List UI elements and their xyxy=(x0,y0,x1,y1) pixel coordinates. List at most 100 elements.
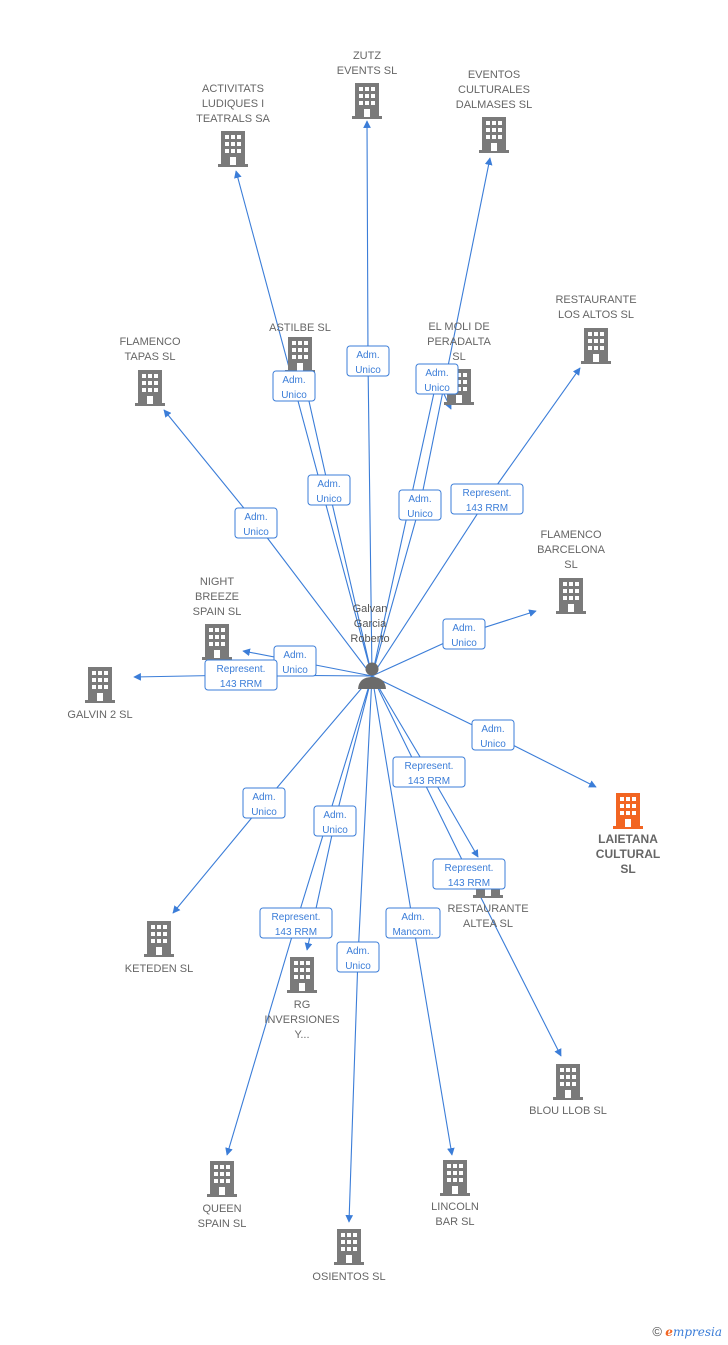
company-label: INVERSIONES xyxy=(264,1014,339,1026)
company-label: KETEDEN SL xyxy=(125,963,193,975)
company-node-blou[interactable]: BLOU LLOB SL xyxy=(529,1064,607,1117)
company-label: NIGHT xyxy=(200,576,235,588)
copyright-symbol: © xyxy=(652,1324,662,1339)
building-icon xyxy=(352,83,382,119)
company-label: ACTIVITATS xyxy=(202,83,264,95)
edge-badge-text: Adm. xyxy=(452,623,475,634)
edge-badge-text: Unico xyxy=(322,825,348,836)
edge-badge-restaurante_altea[interactable]: Represent. 143 RRM xyxy=(392,756,466,788)
edge-badge-flamenco_bcn[interactable]: Adm.Unico xyxy=(442,618,486,650)
edge-badge-night_breeze[interactable]: Adm.Unico xyxy=(273,645,317,677)
building-icon xyxy=(207,1161,237,1197)
building-icon xyxy=(581,328,611,364)
edge-badge-text: Unico xyxy=(407,509,433,520)
edge-badge-text: 143 RRM xyxy=(466,503,508,514)
edge-badge-osientos[interactable]: Adm.Unico xyxy=(336,941,380,973)
company-node-astilbe[interactable]: ASTILBE SL xyxy=(269,322,331,373)
company-label: RESTAURANTE xyxy=(447,903,528,915)
company-node-osientos[interactable]: OSIENTOS SL xyxy=(312,1229,386,1283)
edge-badge-keteden[interactable]: Adm.Unico xyxy=(242,787,286,819)
company-node-keteden[interactable]: KETEDEN SL xyxy=(125,921,193,975)
company-label: LUDIQUES I xyxy=(202,98,264,110)
edge-activitats xyxy=(234,170,373,677)
company-label: TEATRALS SA xyxy=(196,113,270,125)
company-label: EVENTOS xyxy=(468,69,520,81)
edge-badge-text: Unico xyxy=(355,365,381,376)
edge-badge-text: Represent. xyxy=(272,912,321,923)
company-node-rg[interactable]: RG INVERSIONES Y... xyxy=(264,957,340,1041)
edge-badge-text: Unico xyxy=(345,961,371,972)
brand-footer: © empresia xyxy=(652,1324,722,1339)
company-label: FLAMENCO xyxy=(540,529,602,541)
edge-badge-text: Adm. xyxy=(252,792,275,803)
company-label: PERADALTA xyxy=(427,336,491,348)
edge-badge-text: Adm. xyxy=(323,810,346,821)
edge-badge-lincoln[interactable]: Adm.Mancom. xyxy=(385,907,441,939)
building-icon xyxy=(85,667,115,703)
company-label: EVENTS SL xyxy=(337,65,398,77)
person-label: Galvan xyxy=(353,603,388,615)
company-label: GALVIN 2 SL xyxy=(67,709,132,721)
company-label: BLOU LLOB SL xyxy=(529,1105,607,1117)
edge-eventos xyxy=(371,157,493,677)
edge-badge-text: Unico xyxy=(424,383,450,394)
edge-badge-blou[interactable]: Represent.143 RRM xyxy=(432,858,506,890)
person-label: Garcia xyxy=(354,618,387,630)
edge-badge-restaurante_altos[interactable]: Represent. 143 RRM xyxy=(450,483,524,515)
building-icon xyxy=(287,957,317,993)
edges-layer xyxy=(133,120,597,1223)
company-label: BARCELONA xyxy=(537,544,606,556)
edge-elmoli xyxy=(371,377,452,677)
company-node-activitats[interactable]: ACTIVITATS LUDIQUES I TEATRALS SA xyxy=(196,83,271,167)
edge-badge-astilbe[interactable]: Adm.Unico xyxy=(307,474,351,506)
person-label: Roberto xyxy=(350,633,389,645)
edge-badge-text: Mancom. xyxy=(392,927,433,938)
edge-badge-eventos[interactable]: Adm. Unico xyxy=(398,489,442,521)
edge-badge-text: Adm. xyxy=(283,650,306,661)
building-icon xyxy=(144,921,174,957)
edge-badge-text: Adm. xyxy=(481,724,504,735)
edge-badge-flamenco_tapas[interactable]: Adm.Unico xyxy=(234,507,278,539)
edge-badge-text: Represent. xyxy=(405,761,454,772)
edge-badge-elmoli[interactable]: Adm.Unico xyxy=(415,363,459,395)
edge-badge-queen[interactable]: Represent.143 RRM xyxy=(259,907,333,939)
company-label: RG xyxy=(294,999,311,1011)
edge-badge-text: Unico xyxy=(480,739,506,750)
building-icon xyxy=(202,624,232,660)
company-label: SL xyxy=(620,862,635,876)
edge-badge-laietana[interactable]: Adm. Unico xyxy=(471,719,515,751)
edge-badge-text: 143 RRM xyxy=(448,878,490,889)
edge-badge-text: Adm. xyxy=(408,494,431,505)
building-icon xyxy=(479,117,509,153)
edge-badge-text: Unico xyxy=(316,494,342,505)
edge-badge-text: Represent. xyxy=(463,488,512,499)
company-label: ASTILBE SL xyxy=(269,322,331,334)
company-label: OSIENTOS SL xyxy=(312,1271,385,1283)
building-icon xyxy=(218,131,248,167)
edge-badge-activitats[interactable]: Adm.Unico xyxy=(272,370,316,402)
edge-badge-rg[interactable]: Adm. Unico xyxy=(313,805,357,837)
company-label: CULTURAL xyxy=(596,847,660,861)
edge-badge-text: 143 RRM xyxy=(408,776,450,787)
edge-badge-galvin2[interactable]: Represent.143 RRM xyxy=(204,659,278,691)
company-label: Y... xyxy=(294,1029,309,1041)
company-node-galvin2[interactable]: GALVIN 2 SL xyxy=(67,667,133,721)
brand-e-logo: e xyxy=(665,1325,673,1339)
company-label: QUEEN xyxy=(202,1203,241,1215)
building-icon xyxy=(440,1160,470,1196)
badges-layer: Adm.UnicoAdm.UnicoAdm.UnicoAdm.UnicoAdm.… xyxy=(204,345,524,973)
edge-badge-zutz[interactable]: Adm.Unico xyxy=(346,345,390,377)
